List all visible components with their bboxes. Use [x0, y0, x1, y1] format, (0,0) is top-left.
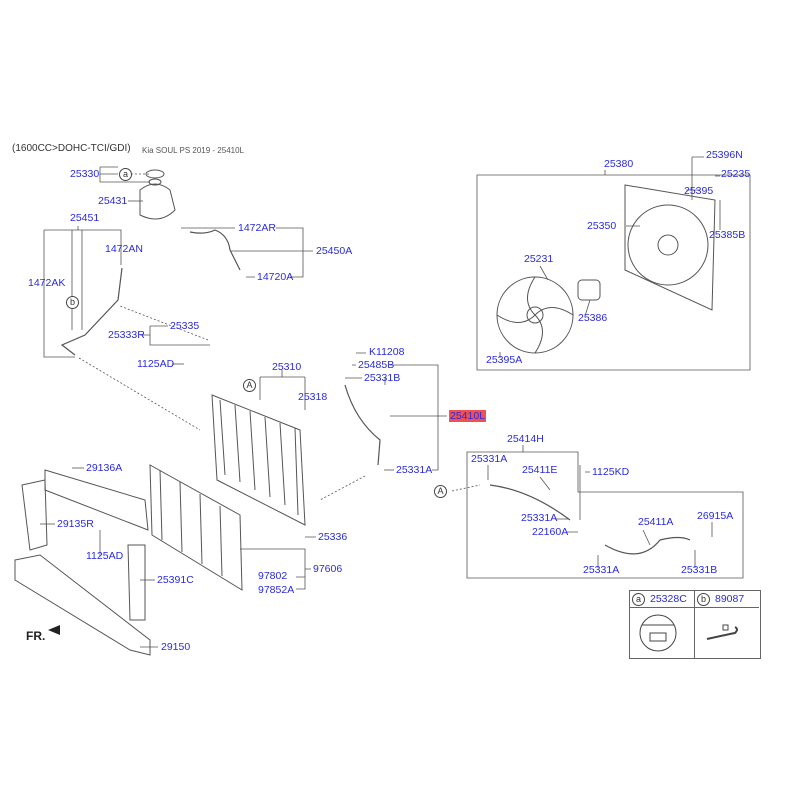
part-label[interactable]: 25385B [709, 229, 746, 241]
part-label[interactable]: 25414H [507, 433, 544, 445]
part-label[interactable]: 25318 [298, 391, 328, 403]
part-label[interactable]: 25310 [272, 361, 302, 373]
legend-part-a[interactable]: 25328C [650, 593, 687, 605]
hose-clip-icon [706, 624, 738, 640]
front-marker: FR. [26, 629, 46, 643]
part-label[interactable]: 25330 [70, 168, 100, 180]
part-label[interactable]: 25396N [706, 149, 743, 161]
callout-b: b [66, 296, 79, 309]
warning-label-icon [639, 614, 677, 652]
part-label[interactable]: 1472AK [28, 277, 66, 289]
part-label[interactable]: 25336 [318, 531, 348, 543]
part-label[interactable]: 25411E [522, 464, 558, 476]
part-label[interactable]: 1125KD [592, 466, 630, 478]
bumper-parts-shape [14, 469, 151, 656]
part-label[interactable]: 25391C [157, 574, 194, 586]
part-label[interactable]: 97802 [258, 570, 288, 582]
part-label[interactable]: 25350 [587, 220, 617, 232]
part-label[interactable]: 25331B [364, 372, 401, 384]
legend-part-b[interactable]: 89087 [715, 593, 745, 605]
part-label[interactable]: 25451 [70, 212, 100, 224]
part-label[interactable]: K11208 [369, 346, 405, 358]
part-label[interactable]: 97852A [258, 584, 295, 596]
part-label[interactable]: 14720A [257, 271, 294, 283]
part-label[interactable]: 1472AN [105, 243, 143, 255]
part-label[interactable]: 25485B [358, 359, 395, 371]
part-label[interactable]: 29136A [86, 462, 123, 474]
fan-assembly-shape [496, 184, 716, 354]
legend-key-a: a [632, 593, 645, 606]
coolant-reservoir-shape [139, 169, 176, 220]
part-label[interactable]: 1125AD [86, 550, 124, 562]
part-label[interactable]: 25333R [108, 329, 145, 341]
engine-spec: (1600CC>DOHC-TCI/GDI) [12, 143, 131, 154]
part-label[interactable]: 25231 [524, 253, 554, 265]
callout-A-hose: A [434, 485, 447, 498]
callout-A-radiator: A [243, 379, 256, 392]
part-label[interactable]: 25450A [316, 245, 353, 257]
part-label[interactable]: 25331A [396, 464, 433, 476]
legend-key-b: b [697, 593, 710, 606]
part-label[interactable]: 22160A [532, 526, 569, 538]
part-label[interactable]: 29150 [161, 641, 191, 653]
callout-a: a [119, 168, 132, 181]
legend-cell-a: a 25328C [630, 591, 695, 658]
legend-cell-b: b 89087 [695, 591, 759, 658]
diagram-caption: Kia SOUL PS 2019 - 25410L [142, 146, 244, 155]
part-label[interactable]: 25331A [471, 453, 508, 465]
part-label[interactable]: 25335 [170, 320, 200, 332]
front-arrow-icon [48, 625, 60, 635]
part-label[interactable]: 25331A [521, 512, 558, 524]
part-label[interactable]: 25331A [583, 564, 620, 576]
part-label[interactable]: 1125AD [137, 358, 175, 370]
part-label[interactable]: 25380 [604, 158, 634, 170]
part-label-highlighted[interactable]: 25410L [449, 410, 487, 422]
leader-lines [40, 156, 751, 648]
part-label[interactable]: 25431 [98, 195, 128, 207]
part-label[interactable]: 25386 [578, 312, 608, 324]
part-label[interactable]: 29135R [57, 518, 94, 530]
legend-table: a 25328C b 89087 [629, 590, 761, 659]
radiator-shape [149, 394, 306, 591]
part-label[interactable]: 25331B [681, 564, 718, 576]
hose-shapes [60, 229, 691, 555]
part-label[interactable]: 97606 [313, 563, 343, 575]
part-label[interactable]: 25395 [684, 185, 714, 197]
part-label[interactable]: 25235 [721, 168, 751, 180]
part-label[interactable]: 25411A [638, 516, 674, 528]
part-label[interactable]: 1472AR [238, 222, 276, 234]
part-label[interactable]: 25395A [486, 354, 523, 366]
part-label[interactable]: 26915A [697, 510, 734, 522]
